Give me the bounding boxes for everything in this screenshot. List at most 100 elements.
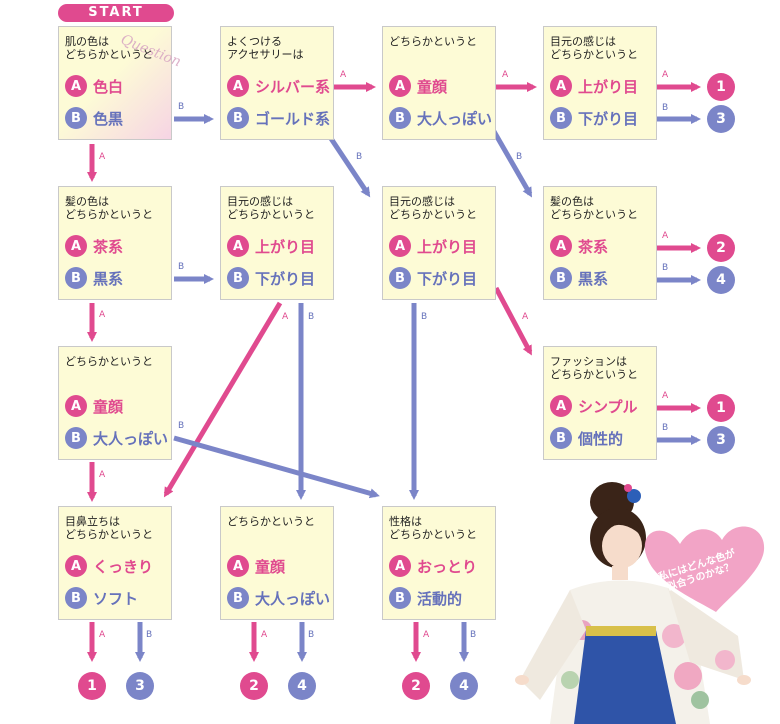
question-text: 肌の色は どちらかというと xyxy=(65,35,153,61)
arrow-label: B xyxy=(178,262,185,272)
option-b-label: ソフト xyxy=(93,589,139,608)
option-a-label: 童顔 xyxy=(417,77,448,96)
option-a-badge: A xyxy=(550,235,572,257)
arrow-label: A xyxy=(340,70,347,80)
arrow-label: A xyxy=(662,391,669,401)
result-badge[interactable]: 3 xyxy=(707,105,735,133)
arrow-label: B xyxy=(662,263,669,273)
result-badge[interactable]: 2 xyxy=(240,672,268,700)
option-a-badge: A xyxy=(65,75,87,97)
option-a-badge: A xyxy=(65,395,87,417)
option-a-label: 上がり目 xyxy=(417,237,478,256)
arrow-label: B xyxy=(470,630,477,640)
arrow-label: A xyxy=(423,630,430,640)
start-label: START xyxy=(58,4,174,22)
option-b-label: 下がり目 xyxy=(255,269,316,288)
option-a-label: くっきり xyxy=(93,557,154,576)
arrow-label: A xyxy=(662,70,669,80)
arrow-label: B xyxy=(178,421,185,431)
option-a-label: シルバー系 xyxy=(255,77,331,96)
option-b[interactable]: B 大人っぽい xyxy=(65,427,168,449)
option-b-label: 大人っぽい xyxy=(93,429,169,448)
question-text: 目元の感じは どちらかというと xyxy=(550,35,638,61)
question-text: 髪の色は どちらかというと xyxy=(65,195,153,221)
arrow-label: A xyxy=(502,70,509,80)
arrow-q7-a xyxy=(493,286,533,356)
option-b-badge: B xyxy=(65,427,87,449)
option-a-label: 上がり目 xyxy=(578,77,639,96)
result-badge[interactable]: 2 xyxy=(402,672,430,700)
option-a-label: 茶系 xyxy=(578,237,609,256)
result-badge[interactable]: 4 xyxy=(707,266,735,294)
arrow-label: A xyxy=(99,152,106,162)
option-a[interactable]: A 茶系 xyxy=(550,235,608,257)
option-b-badge: B xyxy=(227,267,249,289)
option-a-badge: A xyxy=(389,235,411,257)
question-text: よくつける アクセサリーは xyxy=(227,35,304,61)
option-a[interactable]: A 色白 xyxy=(65,75,123,97)
arrow-label: A xyxy=(282,312,289,322)
result-badge[interactable]: 1 xyxy=(707,394,735,422)
arrow-label: B xyxy=(516,152,523,162)
option-b-label: 黒系 xyxy=(578,269,609,288)
arrow-q6-a xyxy=(163,301,283,498)
arrow-label: A xyxy=(99,470,106,480)
option-a-badge: A xyxy=(65,555,87,577)
option-b[interactable]: B 下がり目 xyxy=(227,267,315,289)
result-badge[interactable]: 3 xyxy=(707,426,735,454)
result-badge[interactable]: 1 xyxy=(78,672,106,700)
option-a[interactable]: A 上がり目 xyxy=(389,235,477,257)
question-text: どちらかというと xyxy=(65,355,153,368)
option-a-badge: A xyxy=(550,75,572,97)
arrow-label: A xyxy=(662,231,669,241)
option-b[interactable]: B 黒系 xyxy=(550,267,608,289)
option-a-label: 色白 xyxy=(93,77,124,96)
result-badge[interactable]: 4 xyxy=(450,672,478,700)
option-b-badge: B xyxy=(550,267,572,289)
arrow-label: A xyxy=(99,310,106,320)
option-b-badge: B xyxy=(65,267,87,289)
option-b-label: 活動的 xyxy=(417,589,463,608)
result-badge[interactable]: 4 xyxy=(288,672,316,700)
question-text: 目元の感じは どちらかというと xyxy=(227,195,315,221)
option-b-label: 個性的 xyxy=(578,429,624,448)
option-b[interactable]: B 活動的 xyxy=(389,587,462,609)
option-a-badge: A xyxy=(227,235,249,257)
result-badge[interactable]: 3 xyxy=(126,672,154,700)
arrow-label: B xyxy=(662,103,669,113)
arrow-label: A xyxy=(261,630,268,640)
option-a[interactable]: A くっきり xyxy=(65,555,153,577)
question-text: どちらかというと xyxy=(227,515,315,528)
option-a[interactable]: A 上がり目 xyxy=(550,75,638,97)
question-text: 髪の色は どちらかというと xyxy=(550,195,638,221)
result-badge[interactable]: 1 xyxy=(707,73,735,101)
question-text: 性格は どちらかというと xyxy=(389,515,477,541)
option-b-label: 大人っぽい xyxy=(417,109,493,128)
result-badge[interactable]: 2 xyxy=(707,234,735,262)
kimono-girl-illustration xyxy=(515,482,765,724)
option-a-label: おっとり xyxy=(417,557,478,576)
option-b-badge: B xyxy=(389,587,411,609)
question-box-8: 髪の色は どちらかというと A 茶系 B 黒系 xyxy=(543,186,657,300)
